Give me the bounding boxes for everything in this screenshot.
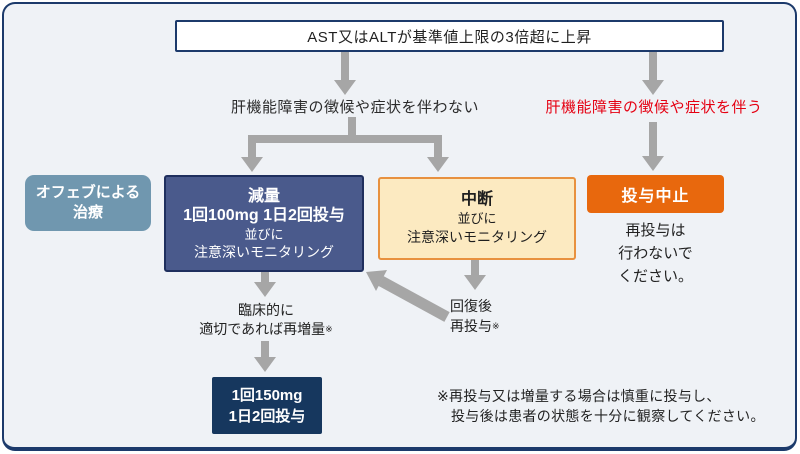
reescalate-note: 臨床的に 適切であれば再増量※ [186,301,346,339]
full-dose-box: 1回150mg 1日2回投与 [212,377,322,434]
no-readminister-note: 再投与は 行わないで ください。 [587,219,724,288]
interrupt-box: 中断 並びに 注意深いモニタリング [378,177,576,260]
resume-ref-mark: ※ [492,321,500,331]
reescalate-line2: 適切であれば再増量 [199,321,326,337]
footnote-line2: 投与後は患者の状態を十分に観察してください。 [451,408,765,424]
treatment-label-line2: 治療 [72,204,103,221]
reescalate-ref-mark: ※ [325,324,333,334]
reduce-dose-box: 減量 1回100mg 1日2回投与 並びに 注意深いモニタリング [164,175,364,272]
discontinue-box: 投与中止 [587,175,724,213]
reduce-dose-amount: 1回100mg 1日2回投与 [183,206,345,224]
interrupt-monitoring: 注意深いモニタリング [407,229,547,245]
interrupt-conjunction: 並びに [457,211,497,226]
no-readminister-line2: 行わないで [618,245,693,262]
footnote: ※再投与又は増量する場合は慎重に投与し、 投与後は患者の状態を十分に観察してくだ… [437,386,793,426]
resume-line2: 再投与 [450,318,492,334]
branch-with-symptoms-label: 肝機能障害の徴候や症状を伴う [545,99,763,116]
footnote-line1: ※再投与又は増量する場合は慎重に投与し、 [437,388,721,404]
no-readminister-line1: 再投与は [625,222,686,239]
resume-note: 回復後 再投与※ [450,296,570,336]
full-dose-line1: 1回150mg [231,386,303,404]
resume-line1: 回復後 [450,298,492,314]
reescalate-line1: 臨床的に [238,302,294,318]
full-dose-line2: 1日2回投与 [228,407,306,425]
treatment-label-line1: オフェブによる [35,184,141,201]
treatment-label: オフェブによる 治療 [25,175,151,231]
branch-no-symptoms-label: 肝機能障害の徴候や症状を伴わない [230,99,479,116]
interrupt-title: 中断 [460,191,493,208]
no-readminister-line3: ください。 [617,268,693,285]
condition-box: AST又はALTが基準値上限の3倍超に上昇 [175,20,724,52]
condition-box-label: AST又はALTが基準値上限の3倍超に上昇 [307,28,592,46]
reduce-dose-monitoring: 注意深いモニタリング [194,243,334,260]
reduce-dose-conjunction: 並びに [244,226,284,242]
reduce-dose-title: 減量 [247,187,280,205]
discontinue-title: 投与中止 [621,188,690,205]
